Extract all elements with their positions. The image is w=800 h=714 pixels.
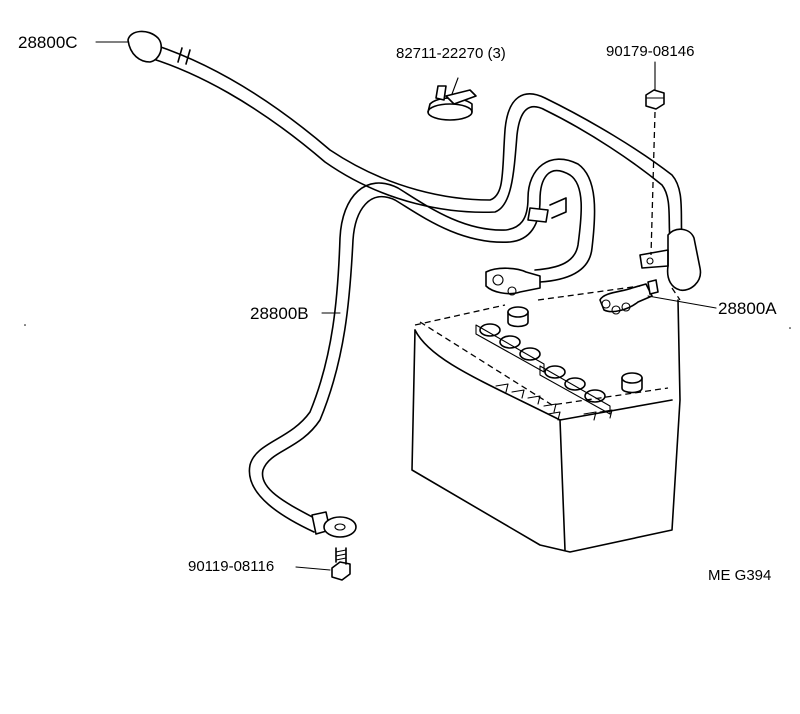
figure-code: ME G394 [708,567,772,584]
cable-28800c [127,30,702,292]
cell-caps [475,323,611,415]
label-28800a: 28800A [718,299,777,318]
ground-bolt [295,547,351,581]
cable-28800a-clamp [599,279,717,315]
battery-positive-post [621,372,643,394]
cable-clamp [427,77,477,121]
cable-28800b [248,158,596,538]
leader-lines [95,41,341,314]
label-28800c: 28800C [18,33,78,52]
label-28800b: 28800B [250,304,309,323]
label-nut: 90179-08146 [606,43,695,60]
vent-marks [495,383,613,421]
terminal-nut [645,61,665,256]
battery-negative-post [507,306,529,328]
label-clamp: 82711-22270 (3) [396,45,506,62]
battery [411,285,681,553]
label-bolt: 90119-08116 [188,558,275,575]
